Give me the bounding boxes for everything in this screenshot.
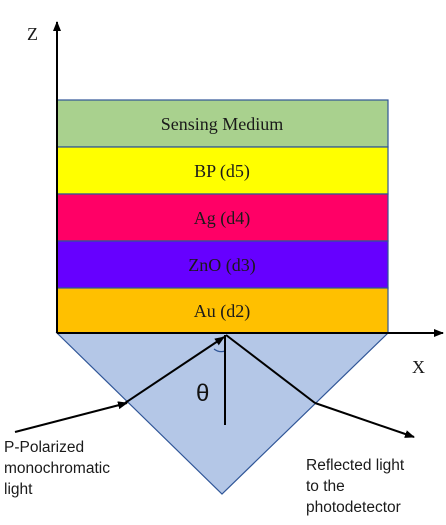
- layer-ag-label: Ag (d4): [194, 208, 251, 229]
- incident-light-caption: P-Polarized monochromatic light: [4, 439, 110, 498]
- layer-sensing-medium-rect: [56, 99, 389, 148]
- layer-zno-rect: [56, 240, 389, 289]
- angle-theta-label: θ: [196, 380, 209, 407]
- layer-sensing-medium-label: Sensing Medium: [161, 114, 284, 134]
- reflected-ray-inner: [225, 334, 316, 404]
- layer-au: Au (d2): [56, 287, 389, 334]
- incident-ray-outer: [14, 401, 128, 433]
- layer-bp: BP (d5): [56, 146, 389, 195]
- layer-stack: Sensing Medium BP (d5) Ag (d4) ZnO (d3) …: [56, 99, 389, 334]
- layer-au-rect: [56, 287, 389, 334]
- layer-bp-label: BP (d5): [194, 161, 250, 182]
- reflected-light-caption: Reflected light to the photodetector: [306, 457, 405, 516]
- z-axis-label: Z: [27, 24, 38, 44]
- layer-ag: Ag (d4): [56, 193, 389, 242]
- layer-zno: ZnO (d3): [56, 240, 389, 289]
- incident-ray-inner: [124, 336, 225, 404]
- x-axis-label: X: [412, 357, 425, 377]
- layer-au-label: Au (d2): [194, 301, 251, 322]
- layer-zno-label: ZnO (d3): [188, 255, 255, 276]
- reflected-ray-outer: [314, 402, 415, 438]
- layer-bp-rect: [56, 146, 389, 195]
- layer-sensing-medium: Sensing Medium: [56, 99, 389, 148]
